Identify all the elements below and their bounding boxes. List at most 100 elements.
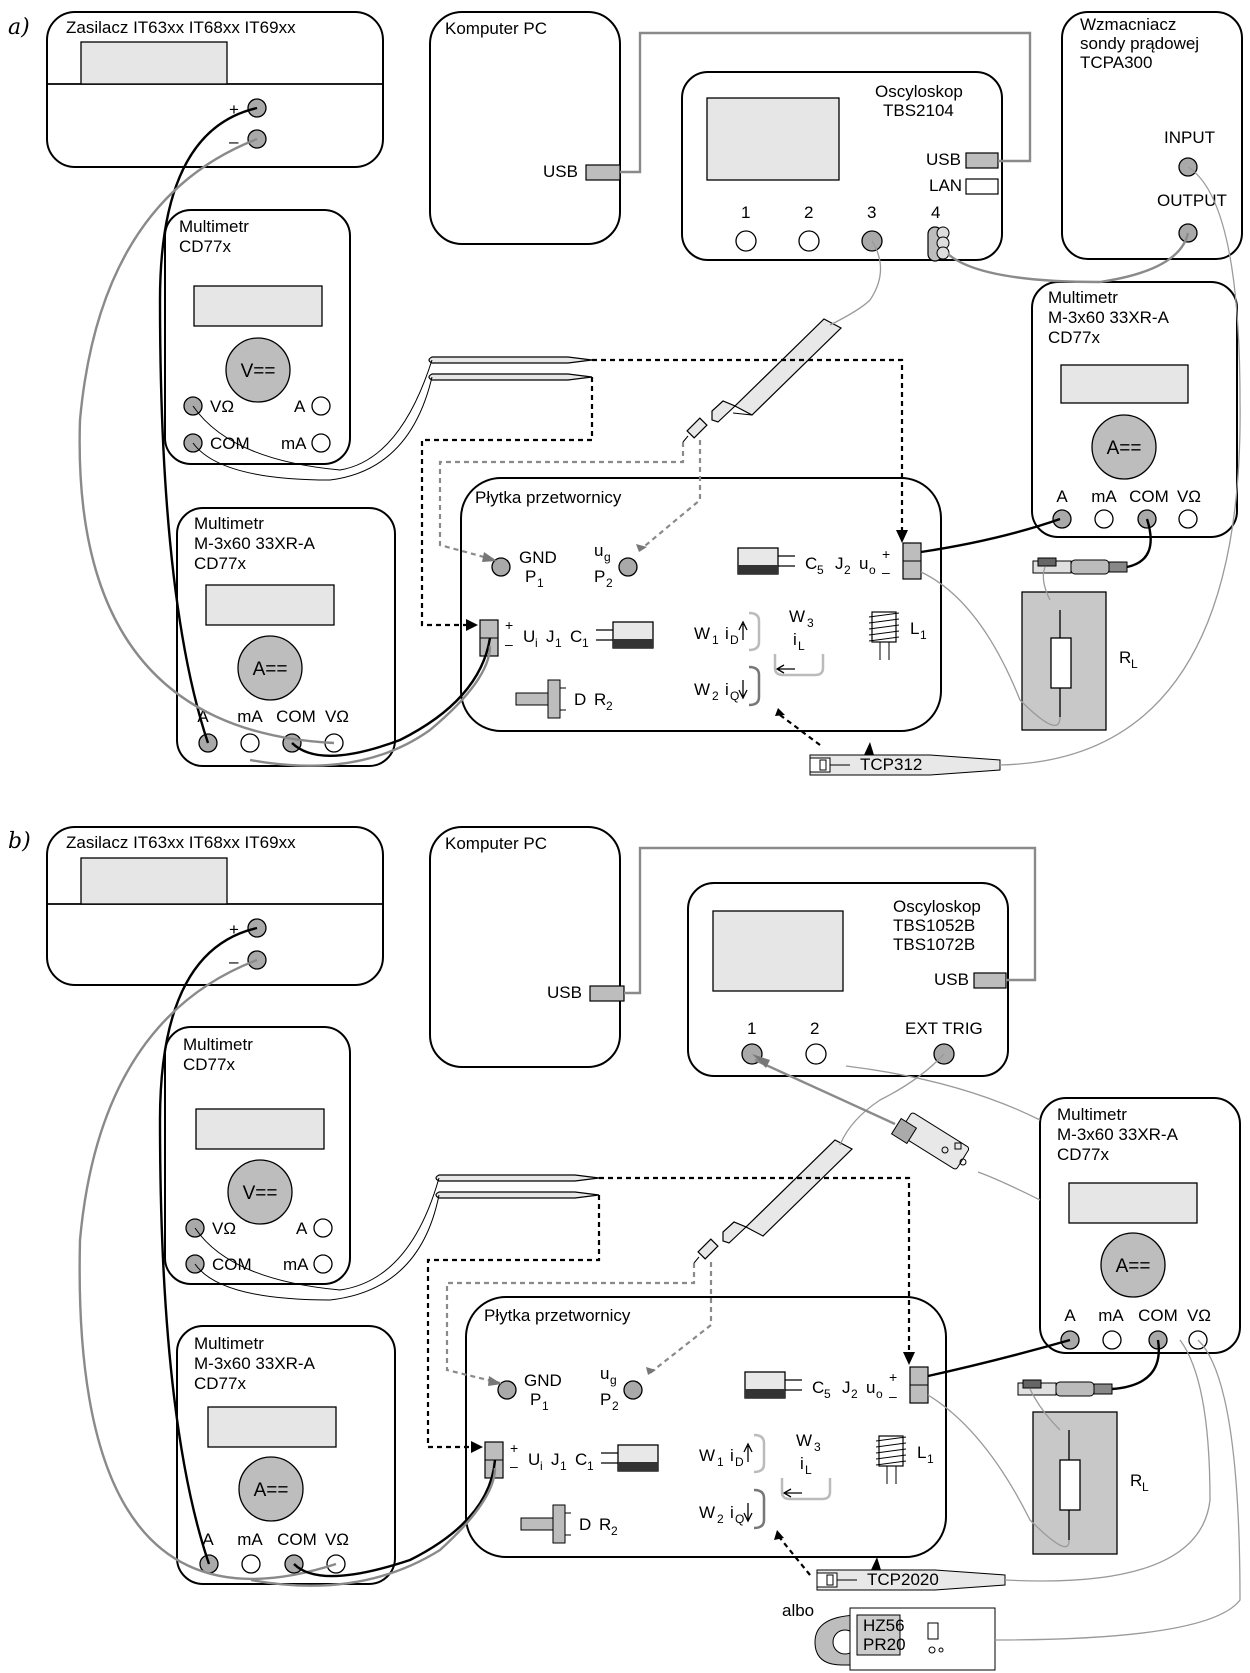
svg-text:D: D bbox=[730, 633, 739, 647]
svg-text:VΩ: VΩ bbox=[325, 1530, 349, 1549]
panel-a-label: a) bbox=[8, 15, 30, 40]
mv-ma-jack[interactable] bbox=[311, 433, 331, 453]
svg-text:2: 2 bbox=[612, 1399, 619, 1413]
svg-text:COM: COM bbox=[277, 1530, 317, 1549]
scope-probe-b bbox=[693, 1139, 854, 1264]
multimeter-a-right-dial[interactable] bbox=[1091, 414, 1157, 480]
svg-text:R: R bbox=[1130, 1471, 1142, 1490]
svg-text:CD77x: CD77x bbox=[194, 1374, 246, 1393]
svg-text:o: o bbox=[869, 563, 876, 577]
b-gnd-p1-terminal[interactable] bbox=[497, 1380, 517, 1400]
svg-text:D: D bbox=[579, 1515, 591, 1534]
svg-text:g: g bbox=[610, 1373, 617, 1387]
scope-b-usb-port[interactable] bbox=[973, 972, 1007, 989]
svg-text:i: i bbox=[800, 1454, 804, 1473]
pc-usb-port[interactable] bbox=[585, 164, 621, 181]
scope-usb-port[interactable] bbox=[965, 152, 999, 169]
svg-text:A==: A== bbox=[254, 1480, 289, 1501]
alt-label: albo bbox=[782, 1601, 814, 1620]
current-probe-a[interactable]: TCP312 bbox=[809, 742, 1001, 776]
b-jumper-w2[interactable] bbox=[753, 1488, 766, 1530]
svg-text:P: P bbox=[594, 567, 605, 586]
clamp-meter-b[interactable]: HZ56 PR20 bbox=[814, 1607, 996, 1671]
mv-b-ma-jack[interactable] bbox=[313, 1254, 333, 1274]
b-ug-p2-terminal[interactable] bbox=[623, 1380, 643, 1400]
svg-text:1: 1 bbox=[582, 636, 589, 650]
svg-text:W: W bbox=[796, 1431, 812, 1450]
current-probe-b[interactable]: TCP2020 bbox=[816, 1557, 1006, 1591]
jumper-w3[interactable] bbox=[773, 654, 825, 677]
pc-b-usb-port[interactable] bbox=[589, 985, 625, 1002]
jumper-w1[interactable] bbox=[748, 611, 761, 652]
load-resistor-b: R L bbox=[1032, 1411, 1149, 1555]
svg-text:COM: COM bbox=[212, 1255, 252, 1274]
potentiometer-r2[interactable] bbox=[515, 679, 566, 719]
trigger-probe-b[interactable] bbox=[890, 1112, 970, 1170]
banana-plug-b[interactable] bbox=[1017, 1379, 1113, 1397]
svg-text:USB: USB bbox=[926, 150, 961, 169]
svg-text:COM: COM bbox=[210, 434, 250, 453]
resistor-rl bbox=[1050, 637, 1072, 689]
svg-text:Multimetr: Multimetr bbox=[183, 1035, 253, 1054]
scope-b-ch2[interactable] bbox=[805, 1043, 827, 1065]
b-jumper-w3[interactable] bbox=[780, 1478, 832, 1501]
svg-text:i: i bbox=[725, 680, 729, 699]
svg-text:C: C bbox=[570, 627, 582, 646]
scope-lan-port[interactable] bbox=[965, 178, 999, 195]
multimeter-v-b-display bbox=[195, 1108, 325, 1150]
mar-b-ma-jack[interactable] bbox=[1102, 1330, 1122, 1350]
svg-text:L: L bbox=[805, 1463, 812, 1477]
svg-text:2: 2 bbox=[844, 563, 851, 577]
multimeter-a-right-b-dial[interactable] bbox=[1100, 1232, 1166, 1298]
svg-text:mA: mA bbox=[237, 1530, 263, 1549]
svg-text:D: D bbox=[574, 690, 586, 709]
scope-ch1[interactable] bbox=[735, 230, 757, 252]
svg-text:L: L bbox=[1142, 1480, 1149, 1494]
ug-p2-terminal[interactable] bbox=[618, 557, 638, 577]
scope-probe-a bbox=[682, 318, 843, 443]
svg-text:3: 3 bbox=[867, 203, 876, 222]
svg-text:5: 5 bbox=[817, 563, 824, 577]
scope-ch4[interactable] bbox=[927, 226, 950, 262]
converter-board-a: Płytka przetwornicy GND P 1 u g P 2 C 5 … bbox=[460, 477, 942, 732]
svg-text:–: – bbox=[889, 1388, 897, 1404]
mal-ma-jack[interactable] bbox=[240, 733, 260, 753]
svg-text:Q: Q bbox=[735, 1512, 744, 1526]
multimeter-v-b-dial[interactable] bbox=[227, 1159, 293, 1225]
mv-b-a-jack[interactable] bbox=[313, 1218, 333, 1238]
jumper-w2[interactable] bbox=[748, 665, 761, 707]
multimeter-a-left-a: Multimetr M-3x60 33XR-A CD77x A== A mA C… bbox=[176, 507, 396, 767]
svg-text:Multimetr: Multimetr bbox=[179, 217, 249, 236]
gnd-p1-terminal[interactable] bbox=[491, 557, 511, 577]
svg-text:OUTPUT: OUTPUT bbox=[1157, 191, 1227, 210]
svg-text:1: 1 bbox=[747, 1019, 756, 1038]
b-jumper-w1[interactable] bbox=[753, 1433, 766, 1474]
multimeter-a-left-b-display bbox=[207, 1406, 337, 1448]
mal-b-ma-jack[interactable] bbox=[241, 1554, 261, 1574]
svg-text:J: J bbox=[551, 1450, 560, 1469]
mv-a-jack[interactable] bbox=[311, 396, 331, 416]
svg-text:3: 3 bbox=[814, 1440, 821, 1454]
power-supply-display bbox=[80, 41, 228, 85]
b-resistor-rl bbox=[1059, 1459, 1081, 1511]
multimeter-v-a: Multimetr CD77x V== VΩ A COM mA bbox=[164, 209, 351, 465]
svg-text:Komputer PC: Komputer PC bbox=[445, 834, 547, 853]
banana-plug-a[interactable] bbox=[1032, 557, 1128, 575]
multimeter-v-display bbox=[193, 285, 323, 327]
b-potentiometer-r2[interactable] bbox=[520, 1504, 571, 1544]
multimeter-a-left-b-dial[interactable] bbox=[238, 1456, 304, 1522]
svg-text:CD77x: CD77x bbox=[183, 1055, 235, 1074]
svg-text:PR20: PR20 bbox=[863, 1635, 906, 1654]
svg-text:1: 1 bbox=[927, 1452, 934, 1466]
scope-ch2[interactable] bbox=[798, 230, 820, 252]
mar-vohm-jack[interactable] bbox=[1178, 509, 1198, 529]
multimeter-a-left-dial[interactable] bbox=[237, 635, 303, 701]
mar-a-jack[interactable] bbox=[1052, 509, 1072, 529]
svg-text:J: J bbox=[546, 627, 555, 646]
multimeter-v-dial[interactable] bbox=[225, 337, 291, 403]
svg-text:U: U bbox=[528, 1450, 540, 1469]
pc-title: Komputer PC bbox=[445, 19, 547, 38]
mar-ma-jack[interactable] bbox=[1094, 509, 1114, 529]
svg-text:u: u bbox=[859, 554, 868, 573]
svg-text:i: i bbox=[540, 1459, 543, 1473]
